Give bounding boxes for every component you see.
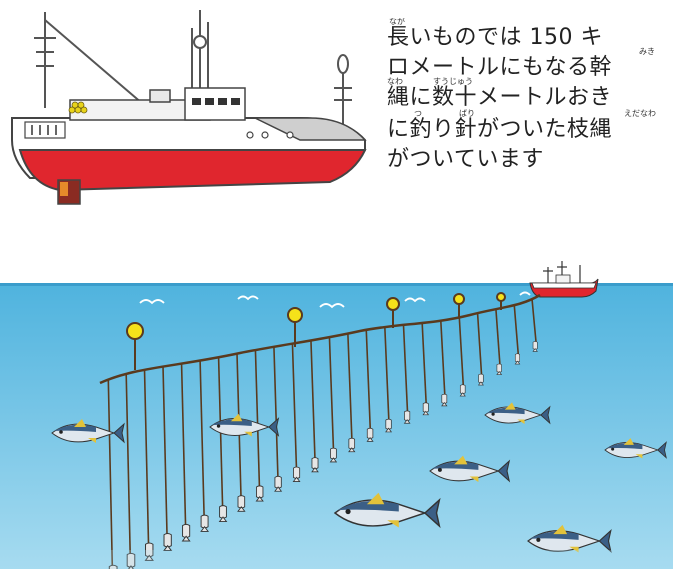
- branch-line: [495, 309, 501, 365]
- branch-line: [107, 379, 114, 567]
- sea-water: [0, 283, 673, 569]
- branch-line: [273, 346, 279, 478]
- branch-line: [291, 343, 298, 469]
- branch-line: [402, 324, 409, 412]
- caption-line-4: に釣り針がついた枝縄: [387, 117, 613, 142]
- branch-line: [143, 369, 150, 545]
- branch-line: [347, 333, 353, 440]
- sea-surface: [0, 283, 673, 286]
- branch-line: [384, 326, 390, 421]
- branch-line: [180, 363, 187, 526]
- branch-line: [531, 299, 537, 343]
- furigana-tsu: つ: [414, 109, 422, 118]
- main-line: [99, 293, 541, 385]
- branch-line: [310, 340, 316, 459]
- furigana-naga: なが: [389, 18, 405, 26]
- caption-line-5: がついています: [387, 147, 544, 172]
- branch-line: [421, 322, 427, 404]
- furigana-edanawa: えだなわ: [624, 109, 656, 118]
- branch-line: [513, 305, 520, 355]
- branch-line: [440, 320, 446, 396]
- branch-line: [458, 317, 465, 386]
- branch-line: [199, 360, 205, 517]
- caption-line-2: ロメートルにもなる幹: [387, 55, 613, 80]
- longline-fishing-scene: [0, 261, 673, 569]
- caption-text: なが 長いものでは 150 キ みき ロメートルにもなる幹 なわ すうじゅう 縄…: [387, 18, 673, 218]
- branch-line: [476, 313, 483, 375]
- ship-icon: [529, 261, 599, 298]
- buoy-icon: [126, 292, 506, 370]
- furigana-suujuu: すうじゅう: [433, 77, 473, 86]
- branch-line: [328, 337, 335, 450]
- wave-icon: [139, 291, 531, 309]
- caption-line-1: 長いものでは 150 キ: [387, 25, 603, 50]
- furigana-nawa: なわ: [387, 77, 403, 86]
- branch-lines: [107, 299, 538, 569]
- branch-line: [365, 329, 372, 430]
- furigana-miki: みき: [639, 47, 655, 56]
- furigana-bari: ばり: [459, 109, 475, 118]
- longline-ship-illustration: [11, 10, 367, 205]
- caption-line-3: 縄に数十メートルおき: [387, 85, 613, 110]
- branch-line: [162, 366, 168, 535]
- branch-line: [125, 373, 131, 555]
- branch-line: [254, 350, 261, 487]
